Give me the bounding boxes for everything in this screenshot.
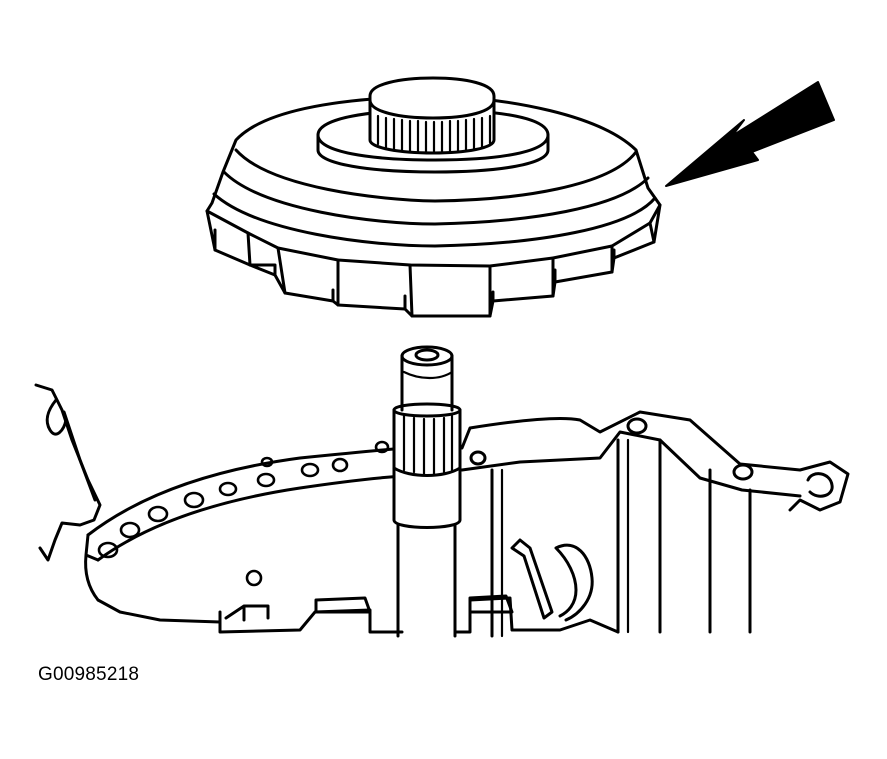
case-lever — [510, 538, 554, 620]
drum-hub-top — [368, 98, 496, 120]
drum-lug-band — [205, 203, 662, 268]
case-bolt-right-3 — [469, 450, 487, 466]
shaft-lower — [396, 518, 457, 638]
drum-ring-3 — [212, 192, 657, 248]
drum-lug-steps — [213, 228, 616, 311]
case-pad-right — [468, 594, 514, 614]
transmission-case — [34, 383, 850, 638]
case-pad-mid — [314, 596, 372, 614]
clutch-drum — [205, 76, 662, 318]
case-bolt-right-1 — [626, 417, 648, 435]
shaft-pilot — [400, 354, 454, 412]
input-shaft — [392, 345, 462, 638]
case-flange-inner — [96, 474, 404, 562]
drum-lugs — [246, 221, 656, 318]
case-flange-left-end — [84, 533, 100, 602]
drum-ring-1 — [234, 148, 638, 203]
case-walls — [490, 438, 752, 638]
shaft-splines — [402, 414, 454, 476]
case-right-top-inner — [460, 430, 802, 498]
figure-code: G00985218 — [38, 664, 140, 685]
case-left-lower — [96, 598, 222, 624]
case-left-bracket — [34, 383, 102, 562]
case-tube — [554, 543, 594, 622]
drum-hub-splines — [376, 114, 492, 154]
shaft-spline-bottom — [392, 466, 462, 477]
pointer-arrow — [665, 81, 835, 187]
shaft-bore — [414, 348, 440, 362]
case-bolt-holes — [97, 440, 390, 587]
case-left-bracket-inner — [45, 398, 68, 436]
case-pad-left — [224, 604, 270, 622]
case-floor — [218, 596, 620, 634]
case-wall-details — [500, 438, 630, 638]
case-flange-outer — [86, 446, 407, 537]
shaft-pilot-shade — [402, 370, 454, 380]
case-bolt-right-2 — [732, 463, 754, 481]
case-right-ear — [806, 472, 834, 498]
shaft-spline-cap — [392, 402, 462, 418]
drum-hub — [368, 76, 496, 155]
drum-plateau-edge — [316, 133, 550, 162]
drum-ring-2 — [222, 170, 650, 226]
case-left-rib — [62, 410, 97, 502]
arrow-icon — [665, 81, 835, 187]
case-right-top — [460, 410, 850, 512]
shaft-pilot-top — [400, 345, 454, 367]
